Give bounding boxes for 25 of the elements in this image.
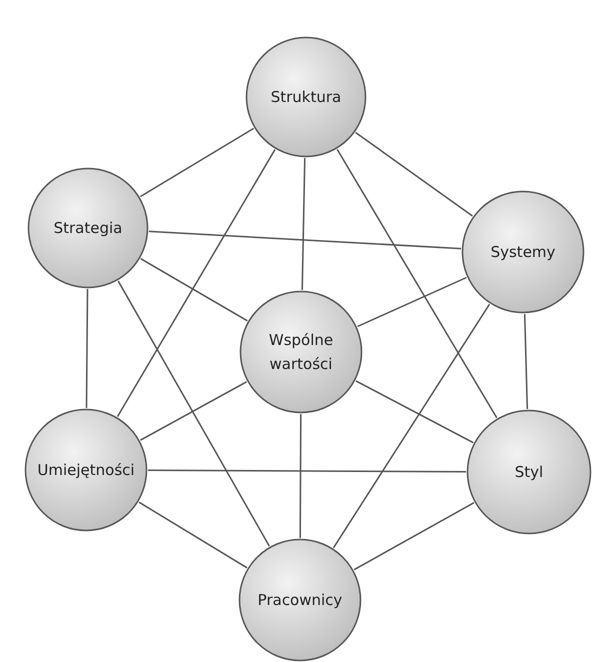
connector-line <box>355 132 473 217</box>
connector-line <box>148 230 462 250</box>
connector-line <box>116 149 276 417</box>
connector-line <box>140 381 247 441</box>
connector-line <box>138 502 248 568</box>
connector-line <box>357 276 467 328</box>
connector-line <box>140 128 254 198</box>
node-label: Struktura <box>270 87 342 108</box>
connector-line <box>118 280 270 546</box>
node-label: Pracownicy <box>258 590 342 611</box>
node-label: Styl <box>514 462 544 483</box>
connector-line <box>354 502 474 570</box>
connector-line <box>524 314 528 410</box>
node-label: Systemy <box>490 242 556 263</box>
connector-line <box>356 380 474 444</box>
connector-line <box>148 470 466 472</box>
connector-line <box>86 289 88 408</box>
node-label: Umiejętności <box>37 460 135 481</box>
connector-line <box>140 258 248 322</box>
node-label: Strategia <box>54 218 122 239</box>
connector-line <box>332 304 490 548</box>
connector-line <box>299 414 302 538</box>
connector-line <box>301 158 306 290</box>
node-label: Wspólne wartości <box>268 330 334 375</box>
connector-line <box>336 149 498 418</box>
